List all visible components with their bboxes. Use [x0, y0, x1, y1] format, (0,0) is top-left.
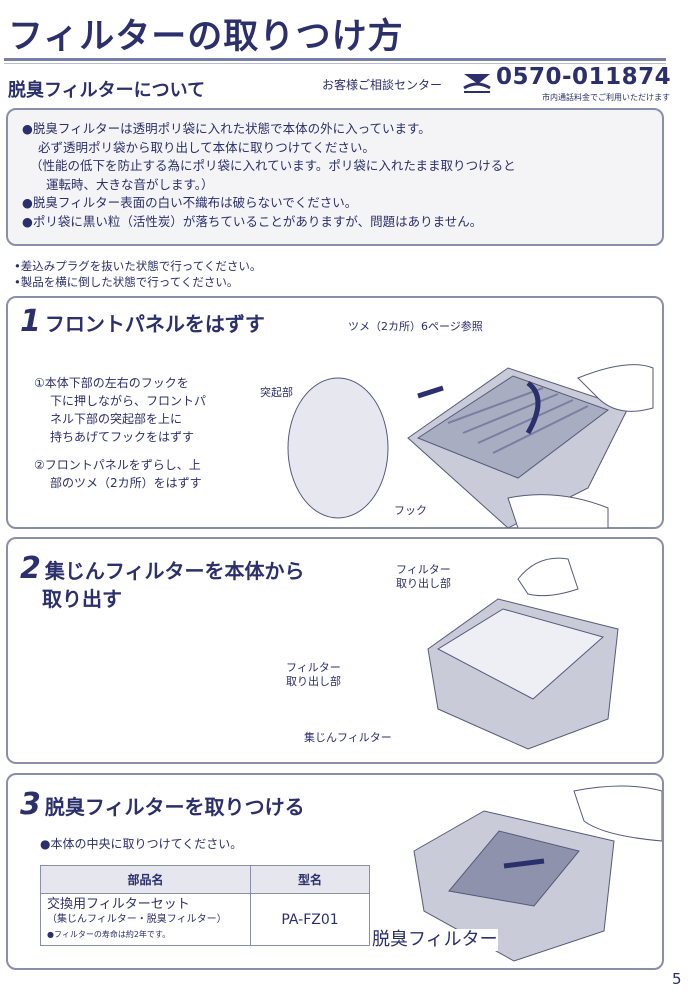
text-line: フィルター [396, 563, 451, 576]
label-protrusion: 突起部 [260, 386, 293, 399]
step-title-text: 脱臭フィルターを取りつける [44, 795, 305, 819]
label-grip-top: フィルター取り出し部 [396, 563, 451, 591]
title-rule-thin [4, 63, 666, 64]
page-title: フィルターの取りつけ方 [8, 17, 404, 57]
deodorizing-filter-install-illustration [413, 785, 662, 962]
page-number: 5 [672, 970, 682, 988]
call-center-note: 市内通話料金でご利用いただけます [542, 93, 670, 102]
front-panel-removal-illustration [287, 364, 654, 528]
step-number: 1 [20, 304, 41, 339]
step-3-note: ●本体の中央に取りつけてください。 [40, 837, 243, 851]
call-center-label: お客様ご相談センター [322, 78, 443, 92]
note-line: •差込みプラグを抜いた状態で行ってください。 [14, 259, 262, 273]
text-line: 持ちあげてフックをはずす [50, 430, 195, 444]
step-1-instruction-1: ①本体下部の左右のフックを 下に押しながら、フロントパ ネル下部の突起部を上に … [34, 374, 206, 446]
parts-table: 部品名型名 交換用フィルターセット （集じんフィルター・脱臭フィルター） ●フィルタ… [40, 865, 370, 946]
text-line: ①本体下部の左右のフックを [34, 376, 189, 390]
call-center-phone: 0570-011874 [496, 64, 672, 90]
text-line: ②フロントパネルをずらし、上 [34, 458, 201, 472]
table-header: 部品名 [40, 865, 251, 894]
text-line: フィルター [286, 661, 341, 674]
dust-filter-removal-illustration [427, 557, 619, 750]
step-1-instruction-2: ②フロントパネルをずらし、上 部のツメ（2カ所）をはずす [34, 456, 202, 492]
info-line: 必ず透明ポリ袋から取り出して本体に取りつけてください。 [38, 139, 375, 155]
table-header: 型名 [250, 865, 370, 894]
free-dial-logo-icon [463, 74, 491, 93]
note-line: •製品を横に倒した状態で行ってください。 [14, 275, 239, 289]
step-number: 2 [20, 551, 41, 586]
label-claw: ツメ（2カ所）6ページ参照 [348, 320, 483, 333]
precautions: •差込みプラグを抜いた状態で行ってください。 •製品を横に倒した状態で行ってくだ… [14, 258, 261, 290]
text-line: 取り出し部 [396, 577, 451, 590]
part-name: 交換用フィルターセット [47, 897, 190, 912]
info-line: ●脱臭フィルターは透明ポリ袋に入れた状態で本体の外に入っています。 [22, 121, 431, 136]
text-line: ネル下部の突起部を上に [50, 412, 183, 426]
section-heading: 脱臭フィルターについて [8, 80, 206, 101]
label-hook: フック [394, 504, 427, 517]
info-line: ●ポリ袋に黒い粒（活性炭）が落ちていることがありますが、問題はありません。 [22, 213, 483, 229]
text-line: 取り出し部 [286, 675, 341, 688]
info-line: 運転時、大きな音がします。） [46, 176, 214, 192]
step-title-text: 取り出す [42, 587, 122, 611]
label-grip-left: フィルター取り出し部 [286, 661, 341, 689]
step-number: 3 [20, 787, 41, 822]
text-line: 部のツメ（2カ所）をはずす [50, 476, 202, 490]
part-sub: （集じんフィルター・脱臭フィルター） [47, 914, 227, 925]
step-title-text: 集じんフィルターを本体から [44, 559, 305, 583]
part-life: ●フィルターの寿命は約2年です。 [47, 930, 171, 939]
info-line: （性能の低下を防止する為にポリ袋に入れています。ポリ袋に入れたまま取りつけると [30, 158, 516, 173]
table-row: 交換用フィルターセット （集じんフィルター・脱臭フィルター） ●フィルターの寿命は約… [40, 893, 370, 946]
info-line: ●脱臭フィルター表面の白い不織布は破らないでください。 [22, 195, 358, 210]
title-rule [4, 58, 666, 61]
model-number: PA-FZ01 [250, 893, 370, 946]
text-line: 下に押しながら、フロントパ [50, 394, 207, 408]
info-box: ●脱臭フィルターは透明ポリ袋に入れた状態で本体の外に入っています。 必ず透明ポリ… [6, 108, 664, 246]
label-deodorizing-filter: 脱臭フィルター [372, 929, 498, 951]
step-title-text: フロントパネルをはずす [44, 312, 265, 336]
label-dust-filter: 集じんフィルター [304, 731, 392, 744]
